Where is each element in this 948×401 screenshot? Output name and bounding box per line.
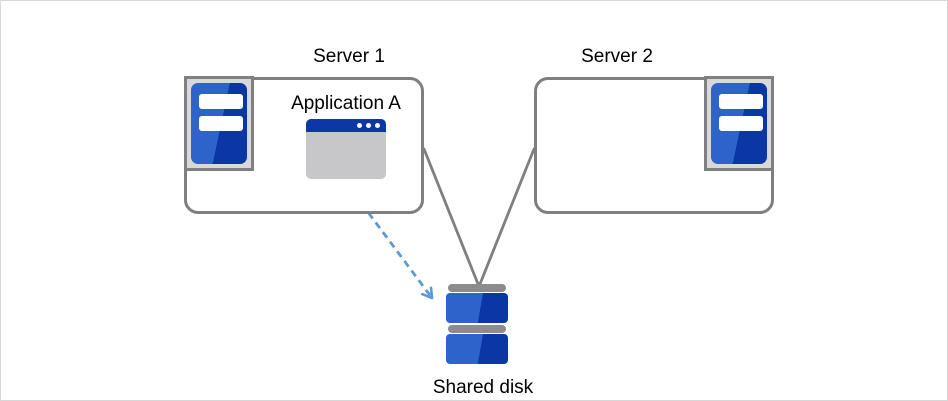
- connector-server2-disk: [478, 147, 536, 286]
- titlebar-dot-icon: [375, 123, 380, 128]
- server-tower-icon: [711, 83, 767, 164]
- connector-server1-disk: [422, 147, 480, 286]
- server-icon: [184, 76, 254, 171]
- server-slot-icon: [199, 116, 243, 131]
- server-icon: [704, 76, 774, 171]
- titlebar-dot-icon: [357, 123, 362, 128]
- server-tower-icon: [191, 83, 247, 164]
- disk-stack-icon: [446, 334, 508, 364]
- app-window-titlebar: [306, 119, 386, 132]
- disk-cap-icon: [448, 325, 506, 333]
- server-slot-icon: [719, 94, 763, 109]
- server1-label: Server 1: [313, 46, 385, 67]
- application-a-label: Application A: [291, 93, 401, 114]
- disk-cap-icon: [448, 284, 506, 292]
- server2-label: Server 2: [581, 46, 653, 67]
- titlebar-dot-icon: [366, 123, 371, 128]
- shared-disk-label: Shared disk: [432, 377, 534, 398]
- app-window-icon: [306, 119, 386, 179]
- server-slot-icon: [719, 116, 763, 131]
- disk-stack-icon: [446, 293, 508, 323]
- server-slot-icon: [199, 94, 243, 109]
